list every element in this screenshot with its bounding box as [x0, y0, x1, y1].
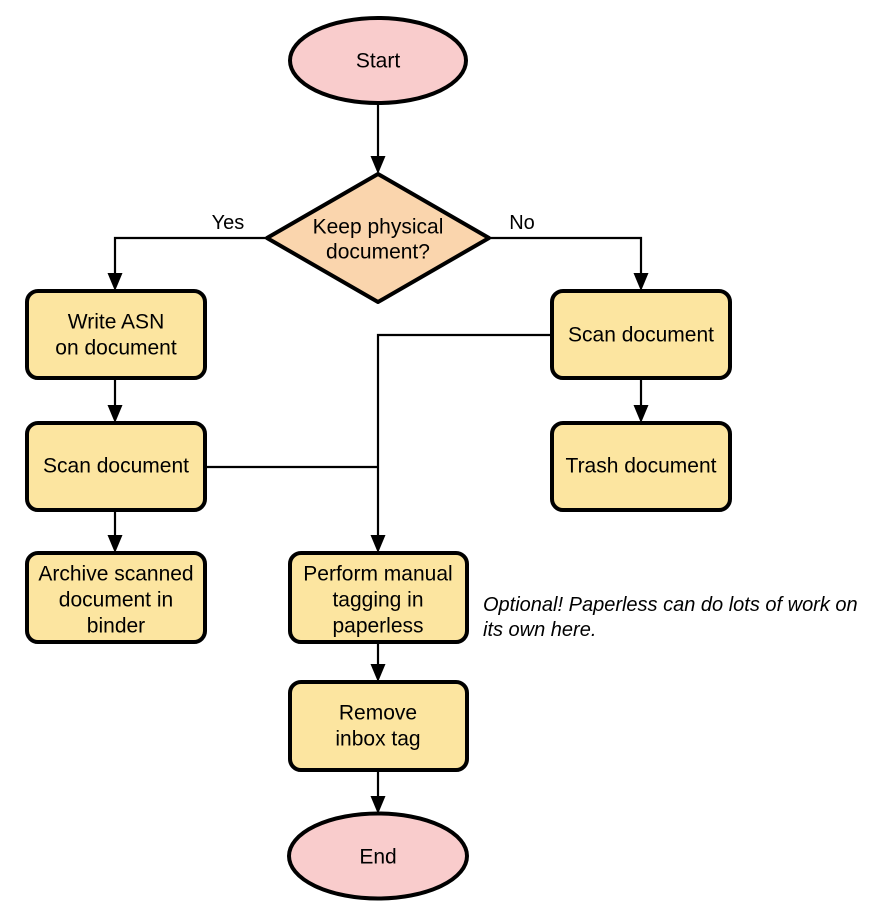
arrow-head-icon — [107, 405, 123, 423]
scan-document-right-label: Scan document — [568, 324, 714, 347]
edge-scan-left-to-archive — [107, 510, 123, 553]
start-label: Start — [356, 50, 401, 73]
edge-tagging-to-remove-inbox — [370, 642, 386, 682]
arrow-head-icon — [370, 664, 386, 682]
node-end[interactable]: End — [287, 811, 469, 901]
scan-document-left-label: Scan document — [43, 455, 189, 478]
end-ellipse[interactable] — [287, 811, 469, 901]
scan-document-right-box[interactable] — [550, 289, 732, 380]
edge-write-asn-to-scan-left — [107, 378, 123, 423]
node-remove-inbox-tag[interactable]: Remove inbox tag — [288, 680, 469, 772]
node-decision-keep-physical-document[interactable]: Keep physical document? — [265, 172, 491, 304]
edge-scan-right-to-trash — [633, 378, 649, 423]
write-asn-label-line1: Write ASN — [68, 311, 164, 334]
write-asn-label-line2: on document — [55, 337, 177, 360]
trash-document-box[interactable] — [550, 421, 732, 512]
node-write-asn[interactable]: Write ASN on document — [25, 289, 207, 380]
decision-label-line2: document? — [326, 241, 430, 264]
arrow-head-icon — [107, 273, 123, 291]
start-ellipse[interactable] — [288, 16, 468, 105]
write-asn-box[interactable] — [25, 289, 207, 380]
arrow-head-icon — [370, 156, 386, 174]
edge-label-yes: Yes — [212, 212, 245, 234]
arrow-head-icon — [633, 273, 649, 291]
scan-document-left-box[interactable] — [25, 421, 207, 512]
node-archive-scanned-document[interactable]: Archive scanned document in binder — [25, 551, 207, 644]
archive-label-line1: Archive scanned — [38, 563, 193, 586]
edge-decision-yes-to-write-asn — [107, 236, 267, 291]
edge-remove-inbox-to-end — [370, 770, 386, 814]
remove-inbox-label-line1: Remove — [339, 702, 417, 725]
decision-diamond[interactable] — [265, 172, 491, 304]
arrow-head-icon — [107, 535, 123, 553]
remove-inbox-label-line2: inbox tag — [335, 728, 420, 751]
node-start[interactable]: Start — [288, 16, 468, 105]
archive-label-line3: binder — [87, 615, 145, 638]
note-line1: Optional! Paperless can do lots of work … — [483, 594, 858, 616]
end-label: End — [359, 846, 396, 869]
tagging-label-line1: Perform manual — [303, 563, 452, 586]
edge-start-to-decision — [370, 103, 386, 174]
node-perform-manual-tagging[interactable]: Perform manual tagging in paperless — [288, 551, 469, 644]
tagging-label-line2: tagging in — [332, 589, 423, 612]
tagging-label-line3: paperless — [332, 615, 423, 638]
archive-box[interactable] — [25, 551, 207, 644]
tagging-box[interactable] — [288, 551, 469, 644]
edge-decision-no-to-scan-right — [489, 236, 649, 291]
edge-label-no: No — [509, 212, 535, 234]
note-optional-paperless: Optional! Paperless can do lots of work … — [483, 594, 858, 641]
note-line2: its own here. — [483, 619, 596, 641]
arrow-head-icon — [370, 796, 386, 814]
node-scan-document-right[interactable]: Scan document — [550, 289, 732, 380]
arrow-head-icon — [370, 535, 386, 553]
archive-label-line2: document in — [59, 589, 173, 612]
decision-label-line1: Keep physical — [313, 216, 444, 239]
remove-inbox-tag-box[interactable] — [288, 680, 469, 772]
node-scan-document-left[interactable]: Scan document — [25, 421, 207, 512]
trash-document-label: Trash document — [566, 455, 717, 478]
arrow-head-icon — [633, 405, 649, 423]
edge-scan-right-to-tagging — [370, 333, 552, 553]
node-trash-document[interactable]: Trash document — [550, 421, 732, 512]
